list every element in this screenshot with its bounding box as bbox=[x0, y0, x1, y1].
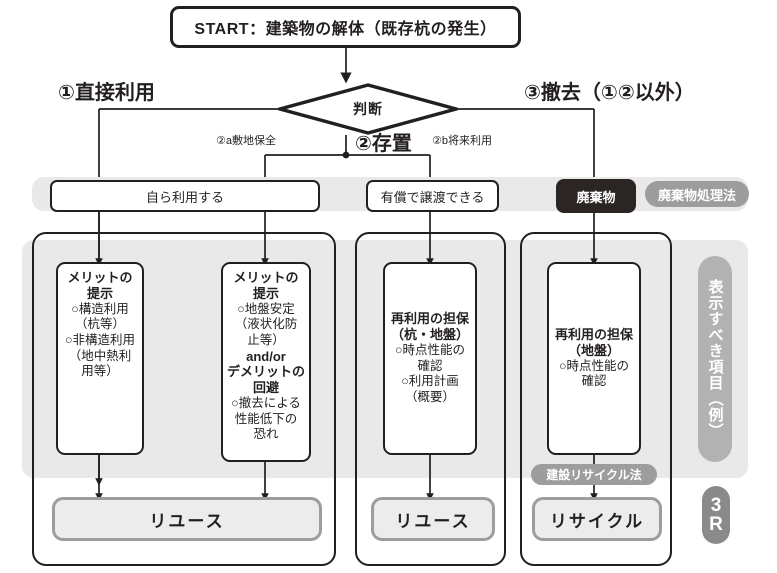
side-tag-3r-line2: R bbox=[709, 514, 723, 535]
detail-line: and/or bbox=[246, 348, 286, 364]
detail-line: ○撤去による bbox=[231, 396, 301, 411]
row2-box-self-use-label: 自ら利用する bbox=[145, 189, 224, 205]
group-frame-direct-use bbox=[32, 232, 336, 566]
detail-box-merit-structural: メリットの 提示 ○構造利用 （杭等） ○非構造利用 （地中熱利 用等） bbox=[56, 262, 144, 455]
detail-line: 確認 bbox=[417, 358, 443, 373]
outcome-box-reuse-1-label: リユース bbox=[149, 511, 225, 531]
row2-box-self-use: 自ら利用する bbox=[50, 180, 320, 212]
detail-line: ○非構造利用 bbox=[64, 332, 136, 347]
detail-line: 再利用の担保 bbox=[554, 327, 633, 343]
detail-line: ○構造利用 bbox=[71, 301, 129, 316]
branch-label-2a: ②a敷地保全 bbox=[216, 135, 276, 147]
law-badge-construction-recycling: 建設リサイクル法 bbox=[531, 464, 657, 485]
outcome-box-reuse-2: リユース bbox=[371, 497, 495, 541]
detail-box-reuse-guarantee-ground: 再利用の担保 （地盤） ○時点性能の 確認 bbox=[547, 262, 641, 455]
detail-line: デメリットの bbox=[227, 364, 306, 380]
detail-line: （地中熱利 bbox=[68, 348, 132, 363]
detail-line: 提示 bbox=[86, 285, 113, 301]
detail-line: （地盤） bbox=[567, 342, 620, 358]
detail-line: （杭・地盤） bbox=[390, 327, 469, 343]
detail-line: 提示 bbox=[252, 285, 279, 301]
detail-line: 確認 bbox=[581, 374, 607, 389]
row2-box-paid-transfer-label: 有償で譲渡できる bbox=[380, 189, 485, 205]
detail-line: （液状化防 bbox=[234, 317, 298, 332]
detail-box-merit-ground: メリットの 提示 ○地盤安定 （液状化防 止等） and/or デメリットの 回… bbox=[221, 262, 311, 462]
law-badge-construction-recycling-label: 建設リサイクル法 bbox=[546, 468, 642, 482]
detail-line: 回避 bbox=[252, 380, 279, 396]
outcome-box-reuse-1: リユース bbox=[52, 497, 322, 541]
detail-line: 再利用の担保 bbox=[390, 311, 469, 327]
detail-line: 止等） bbox=[247, 332, 285, 347]
detail-box-reuse-guarantee-pile-ground: 再利用の担保 （杭・地盤） ○時点性能の 確認 ○利用計画 （概要） bbox=[383, 262, 477, 455]
detail-line: メリットの bbox=[67, 270, 133, 285]
branch-label-2: ②存置 bbox=[355, 133, 412, 155]
detail-line: （概要） bbox=[404, 389, 455, 404]
outcome-box-reuse-2-label: リユース bbox=[395, 511, 471, 531]
law-badge-waste-disposal-label: 廃棄物処理法 bbox=[657, 187, 736, 203]
outcome-box-recycle-label: リサイクル bbox=[549, 511, 645, 531]
group-frame-removal bbox=[520, 232, 672, 566]
decision-diamond: 判断 bbox=[278, 83, 458, 135]
detail-line: メリットの bbox=[233, 270, 299, 285]
branch-label-2b: ②b将来利用 bbox=[432, 135, 492, 147]
detail-line: ○時点性能の bbox=[394, 343, 466, 358]
side-tag-display-items: 表示すべき項目（例） bbox=[698, 256, 732, 462]
detail-line: 性能低下の bbox=[234, 411, 298, 426]
side-tag-3r-line1: 3 bbox=[710, 495, 722, 516]
law-badge-waste-disposal: 廃棄物処理法 bbox=[645, 181, 749, 207]
detail-line: 用等） bbox=[81, 364, 119, 379]
detail-line: ○利用計画 bbox=[401, 374, 459, 389]
detail-line: 恐れ bbox=[253, 427, 279, 442]
start-box-label: START：建築物の解体（既存杭の発生） bbox=[194, 21, 497, 38]
detail-line: ○地盤安定 bbox=[237, 301, 295, 316]
side-tag-display-items-label: 表示すべき項目（例） bbox=[706, 279, 724, 439]
outcome-box-recycle: リサイクル bbox=[532, 497, 662, 541]
row2-box-waste: 廃棄物 bbox=[556, 179, 636, 213]
row2-box-paid-transfer: 有償で譲渡できる bbox=[366, 180, 499, 212]
start-box: START：建築物の解体（既存杭の発生） bbox=[170, 6, 521, 48]
side-tag-3r: 3 R bbox=[702, 486, 730, 544]
detail-line: ○時点性能の bbox=[558, 358, 630, 373]
decision-label: 判断 bbox=[353, 101, 383, 117]
branch-label-1: ①直接利用 bbox=[58, 82, 155, 104]
row2-box-waste-label: 廃棄物 bbox=[576, 189, 616, 205]
branch-label-3: ③撤去（①②以外） bbox=[524, 82, 695, 104]
detail-line: （杭等） bbox=[74, 317, 125, 332]
